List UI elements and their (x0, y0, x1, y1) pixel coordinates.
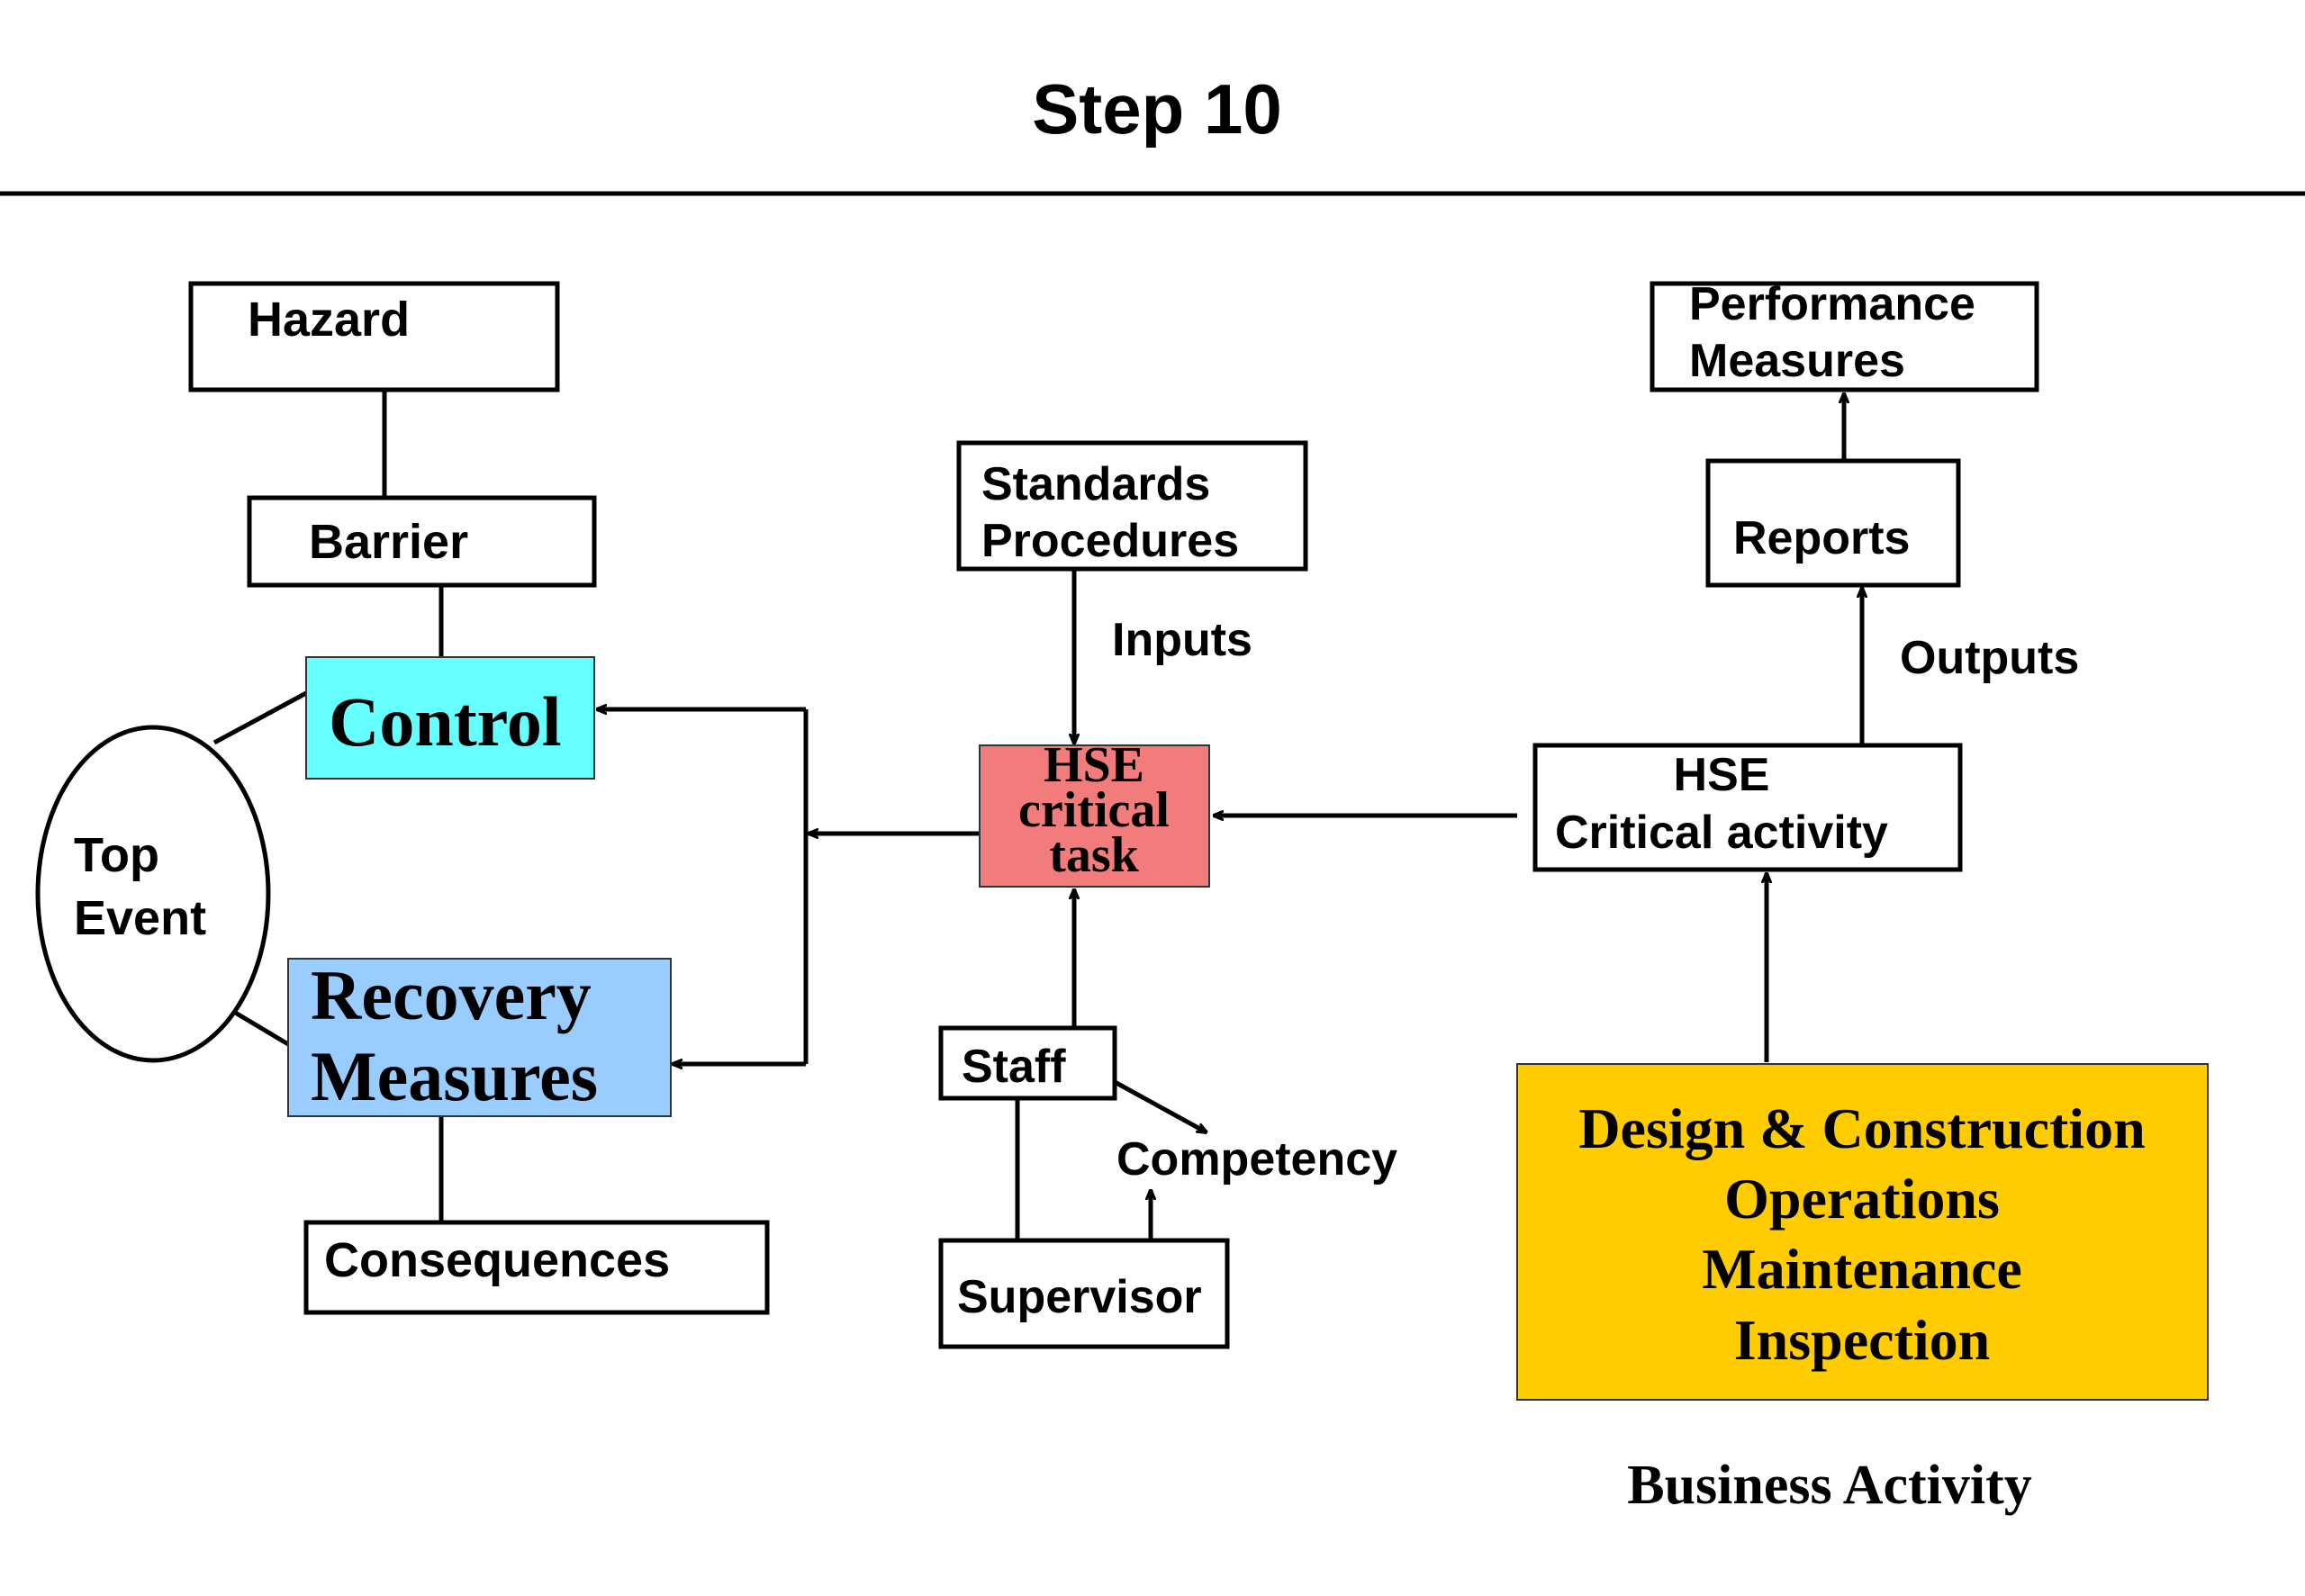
consequences-node: Consequences (303, 1220, 770, 1315)
recovery-measures-node: Recovery Measures (287, 956, 672, 1117)
outputs-label: Outputs (1900, 632, 2079, 684)
hse-critical-activity-node: HSE Critical activity (1532, 743, 1963, 872)
performance-label-line-1: Performance (1689, 278, 1975, 330)
top-event-node: Top Event (35, 725, 271, 1063)
hse-activity-label-line-2: Critical activity (1555, 807, 1888, 859)
control-box (305, 656, 595, 780)
standards-label-line-1: Standards (981, 458, 1210, 510)
top-event-label-line-2: Event (74, 891, 206, 945)
performance-label-line-2: Measures (1689, 335, 1905, 387)
staff-label: Staff (962, 1041, 1066, 1093)
business-activity-box (1516, 1063, 2209, 1401)
consequences-label: Consequences (324, 1233, 670, 1287)
hse-critical-task-node: HSE critical task (979, 737, 1210, 888)
staff-node: Staff (938, 1025, 1117, 1101)
hse-task-label-line-1: HSE (1044, 737, 1144, 793)
business-label-line-4: Inspection (1734, 1308, 1991, 1372)
competency-label: Competency (1116, 1133, 1397, 1186)
standards-procedures-node: Standards Procedures (956, 440, 1308, 572)
recovery-measures-box (287, 958, 672, 1117)
inputs-label: Inputs (1112, 614, 1252, 666)
recovery-label-line-2: Measures (311, 1037, 598, 1115)
page-title: Step 10 (1032, 69, 1281, 149)
business-activity-node: Design & Construction Operations Mainten… (1516, 1063, 2209, 1401)
business-label-line-3: Maintenance (1702, 1237, 2022, 1301)
hse-task-label-line-3: task (1049, 827, 1139, 883)
hazard-label: Hazard (248, 293, 410, 347)
connector-staff-to-competency (1113, 1079, 1207, 1132)
barrier-node: Barrier (247, 495, 597, 588)
barrier-label: Barrier (309, 515, 468, 569)
supervisor-node: Supervisor (938, 1238, 1230, 1349)
business-activity-caption: Business Activity (1627, 1455, 2032, 1516)
standards-label-line-2: Procedures (981, 515, 1239, 567)
hse-critical-task-box (979, 744, 1210, 888)
control-label: Control (329, 682, 562, 761)
business-label-line-1: Design & Construction (1578, 1096, 2145, 1160)
reports-node: Reports (1705, 458, 1961, 588)
business-label-line-2: Operations (1724, 1167, 2000, 1231)
hazard-node: Hazard (188, 281, 560, 392)
top-event-label-line-1: Top (74, 828, 159, 882)
connector-topevent-recovery (230, 1008, 290, 1047)
supervisor-label: Supervisor (957, 1271, 1202, 1323)
hse-activity-label-line-1: HSE (1674, 749, 1770, 801)
hse-task-label-line-2: critical (1018, 782, 1170, 838)
performance-measures-node: Performance Measures (1650, 278, 2039, 392)
recovery-label-line-1: Recovery (311, 956, 592, 1034)
reports-label: Reports (1733, 512, 1910, 564)
control-node: Control (305, 656, 595, 780)
connector-topevent-control (212, 690, 308, 745)
